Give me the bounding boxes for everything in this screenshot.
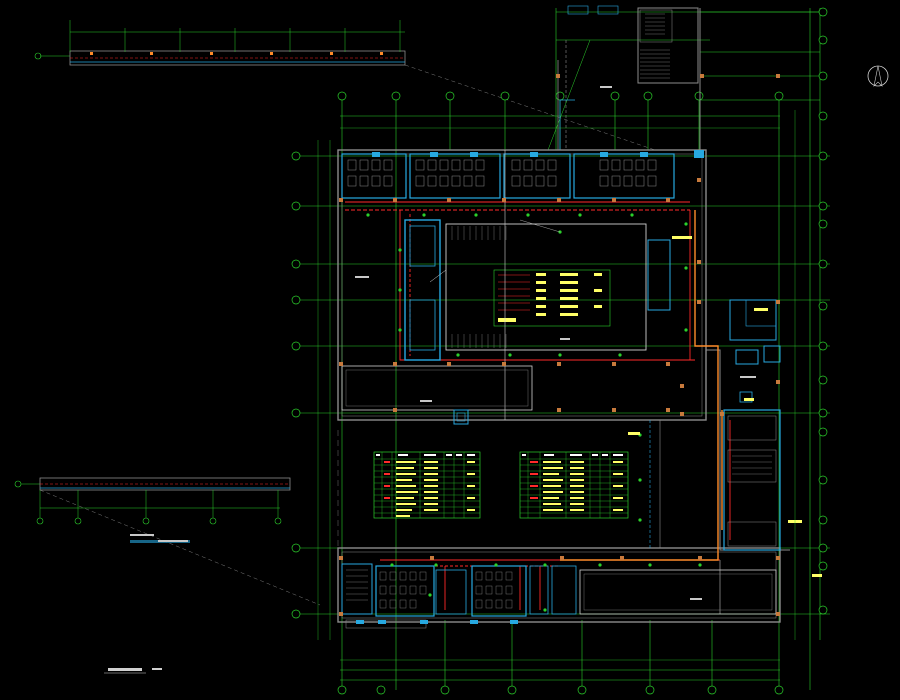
grid-lines — [300, 8, 830, 690]
top-section-strip — [34, 20, 656, 151]
grid-bubble — [34, 52, 42, 60]
north-stair-wing — [547, 5, 701, 151]
orange-pipes — [560, 210, 723, 561]
building-outline — [337, 149, 790, 623]
grid-bubbles — [291, 7, 828, 695]
legend-table-left — [373, 451, 481, 519]
north-arrow-icon — [867, 65, 889, 87]
south-wing — [341, 563, 777, 629]
central-core — [404, 150, 671, 420]
structural-columns — [339, 74, 780, 616]
drawing-title-mark — [104, 668, 162, 674]
south-corridor — [341, 365, 533, 425]
annotations — [628, 236, 822, 577]
east-core — [649, 299, 781, 614]
north-rooms — [341, 150, 704, 199]
legend-table-right — [519, 451, 629, 519]
